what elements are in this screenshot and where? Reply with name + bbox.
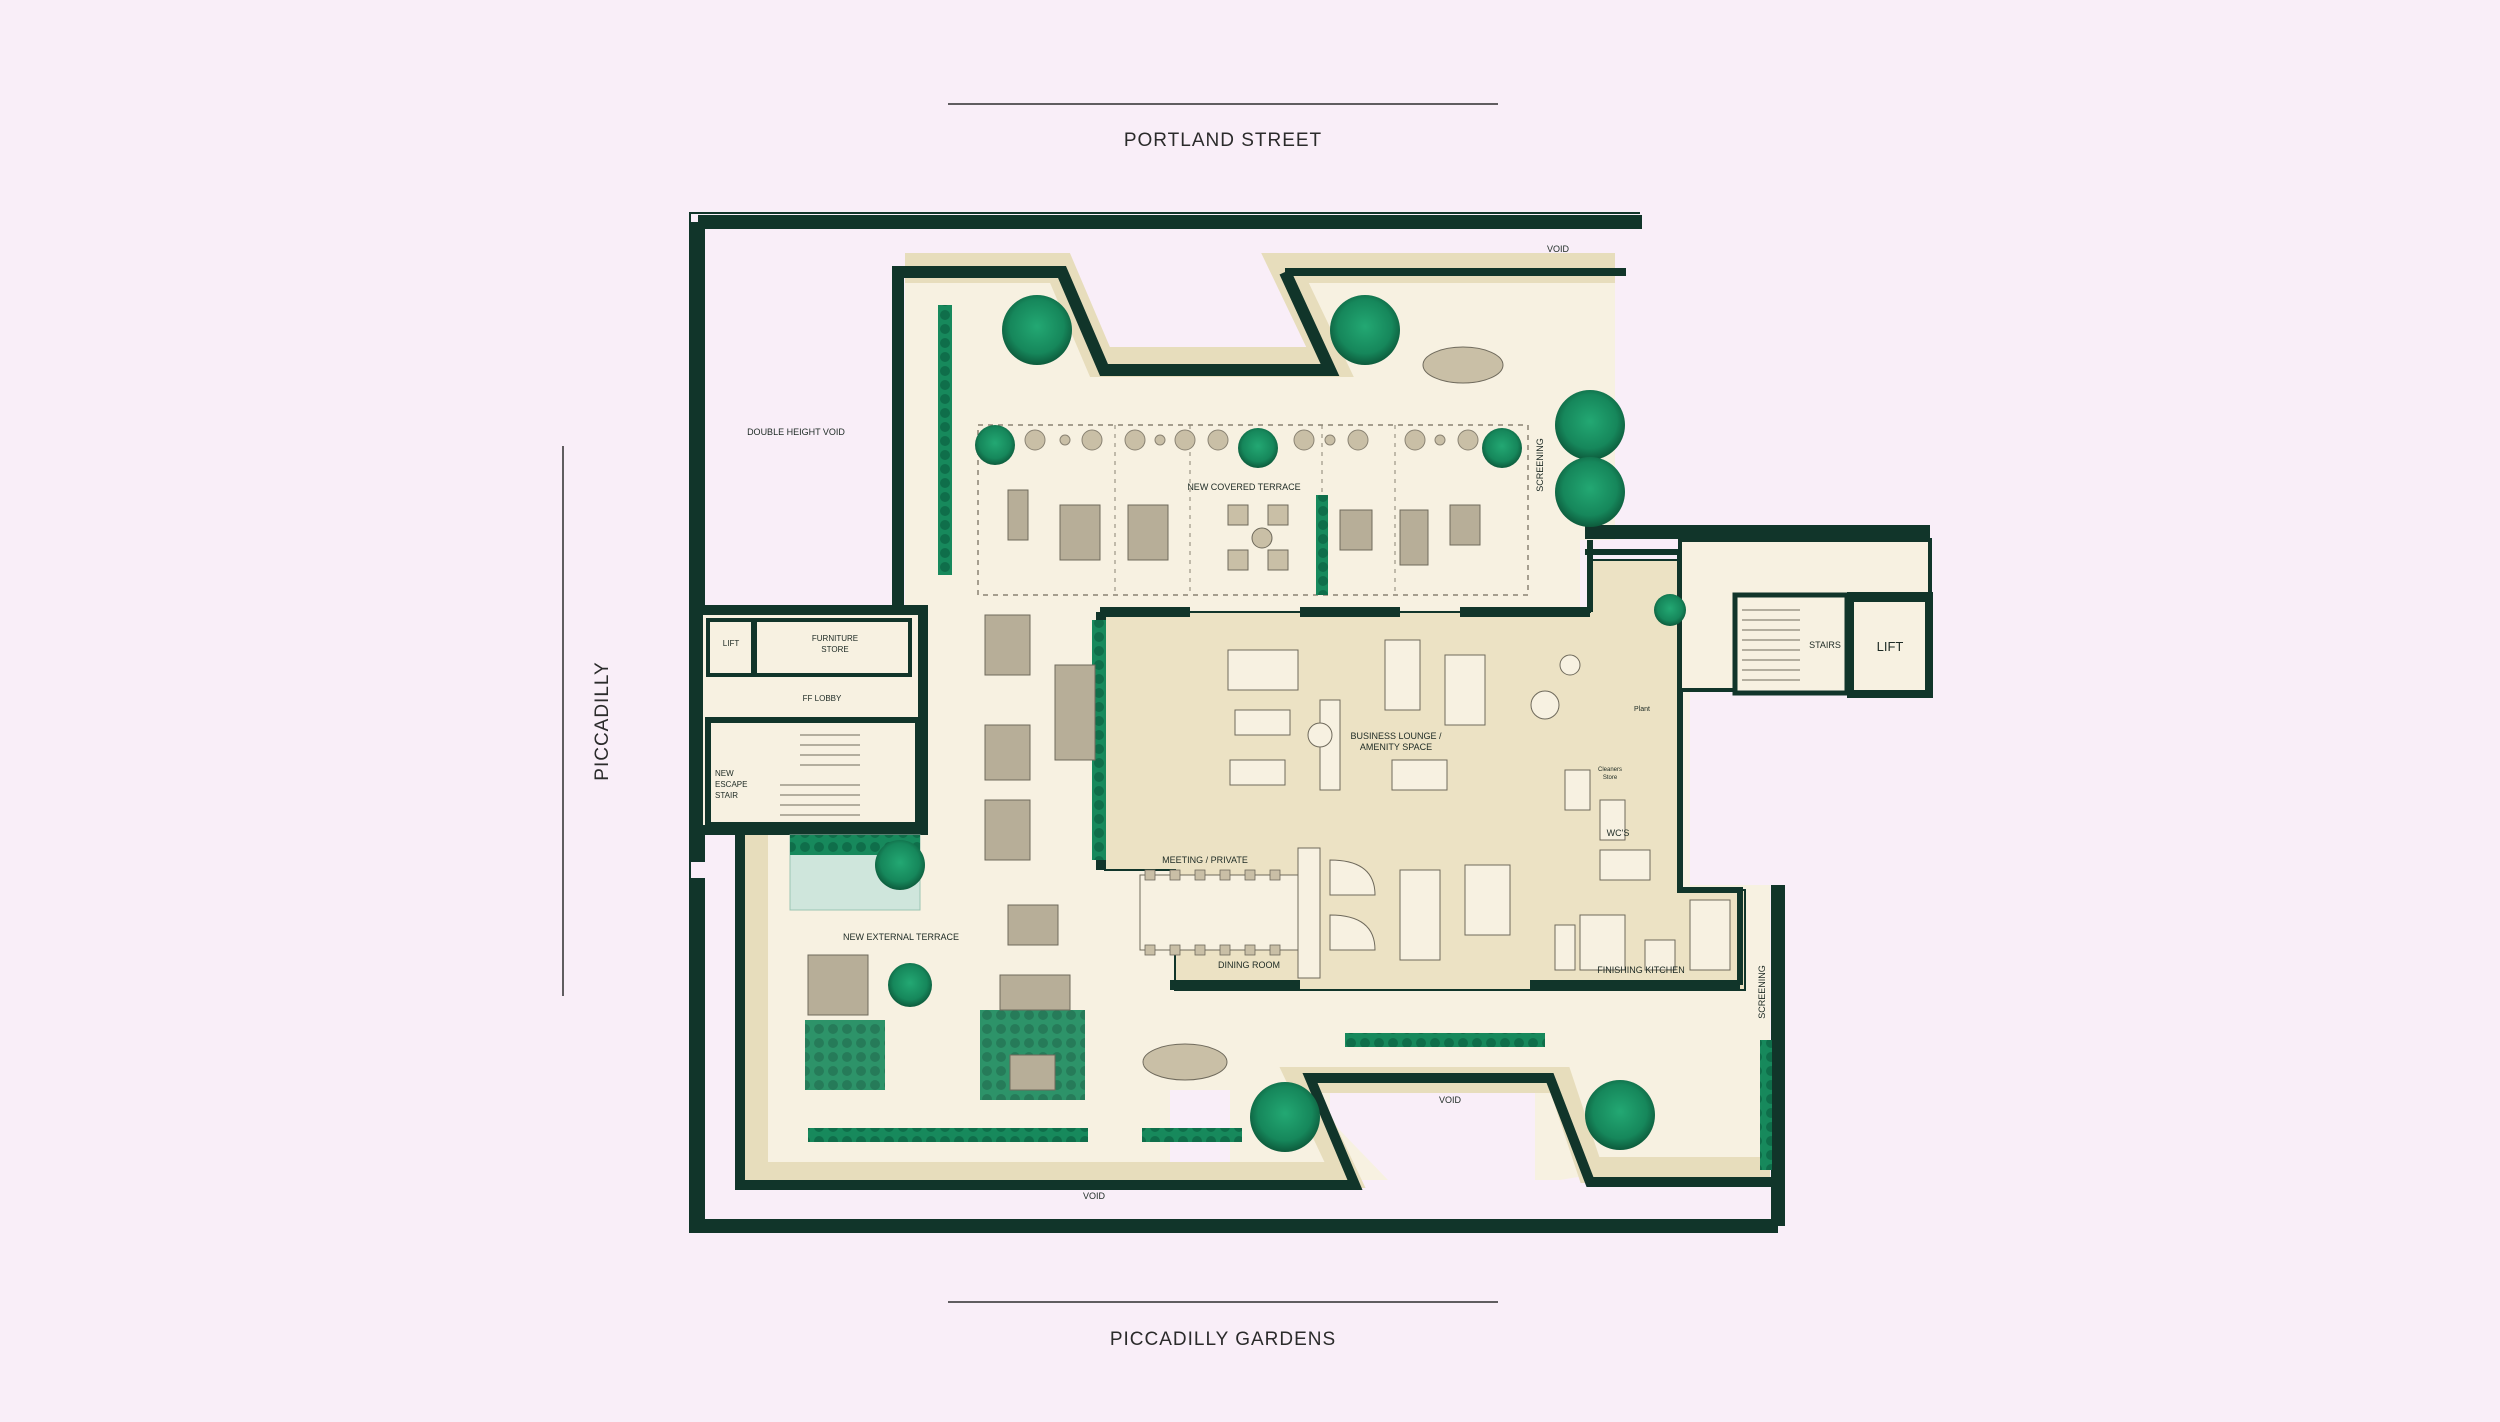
escape-stair-box: [705, 717, 921, 828]
planter-south-a: [805, 1020, 885, 1090]
lift-west-label: LIFT: [723, 639, 740, 648]
tree: [1555, 457, 1625, 527]
plant-label: Plant: [1634, 706, 1650, 713]
tree: [1002, 295, 1072, 365]
escape-stair-treads: [780, 734, 860, 816]
cleaners-store-label-2: Store: [1603, 775, 1618, 781]
stairs-east-treads: [1742, 609, 1800, 681]
new-external-terrace-label: NEW EXTERNAL TERRACE: [843, 932, 959, 942]
covered-terrace-canopy: [977, 424, 1529, 596]
escape-stair-label-1: NEW: [715, 769, 734, 778]
room-labels: VOID DOUBLE HEIGHT VOID NEW COVERED TERR…: [715, 244, 1903, 1201]
east-wall: [1585, 540, 1743, 985]
north-zigzag-wall: [892, 266, 1340, 620]
tree: [1555, 390, 1625, 460]
oval-table-south: [1142, 1043, 1228, 1081]
terrace-lounge-set: [1227, 504, 1289, 571]
furniture-store-label-1: FURNITURE: [812, 634, 858, 643]
screening-bottom-label: SCREENING: [1757, 965, 1767, 1019]
furniture-store-box: [753, 618, 912, 677]
escape-stair-label-2: ESCAPE: [715, 780, 747, 789]
void-top-label: VOID: [1547, 244, 1570, 254]
meeting-private-label: MEETING / PRIVATE: [1162, 855, 1248, 865]
dining-chairs: [1144, 869, 1281, 956]
void-bottom-label: VOID: [1083, 1191, 1106, 1201]
cleaners-store-label-1: Cleaners: [1598, 767, 1622, 773]
lounge-furniture: [1227, 639, 1581, 791]
dining-room-label: DINING ROOM: [1218, 960, 1280, 970]
south-zigzag-wall: [735, 830, 1778, 1190]
outer-wall: [691, 215, 1785, 1233]
tree: [1238, 428, 1278, 468]
booths: [1297, 847, 1376, 979]
hedge-south: [1345, 1033, 1545, 1047]
tree: [975, 425, 1015, 465]
escape-stair-label-3: STAIR: [715, 791, 738, 800]
tree: [1585, 1080, 1655, 1150]
stairs-east-label: STAIRS: [1809, 640, 1841, 650]
west-terrace-tables: [807, 614, 1096, 1091]
lift-east-label: LIFT: [1877, 639, 1904, 654]
void-mid-label: VOID: [1439, 1095, 1462, 1105]
tree: [1482, 428, 1522, 468]
tree: [888, 963, 932, 1007]
stairs-east: [1732, 592, 1850, 696]
kitchen-fixtures: [1554, 769, 1731, 971]
terrace-tables: [1007, 489, 1481, 566]
street-labels: PORTLAND STREET PICCADILLY GARDENS PICCA…: [592, 130, 1336, 1350]
tree: [1250, 1082, 1320, 1152]
hedge-south-west: [808, 1128, 1088, 1142]
oval-table-north: [1422, 346, 1504, 384]
furniture-store-label-2: STORE: [821, 645, 848, 654]
business-lounge-label-2: AMENITY SPACE: [1360, 742, 1432, 752]
double-height-void-label: DOUBLE HEIGHT VOID: [747, 427, 845, 437]
hedge-terrace-mid: [1316, 495, 1328, 595]
terrace-chairs: [1024, 429, 1479, 451]
piccadilly-gardens-label: PICCADILLY GARDENS: [1110, 1329, 1336, 1350]
tree: [875, 840, 925, 890]
hedge-east-bottom: [1760, 1040, 1772, 1170]
ff-lobby-label: FF LOBBY: [803, 694, 842, 703]
screening-top-label: SCREENING: [1535, 438, 1545, 492]
portland-street-label: PORTLAND STREET: [1124, 130, 1322, 151]
business-lounge-label-1: BUSINESS LOUNGE /: [1350, 731, 1442, 741]
hedge-west-upper: [938, 305, 952, 575]
lift-east-box: [1850, 598, 1929, 694]
finishing-kitchen-label: FINISHING KITCHEN: [1597, 965, 1685, 975]
dining-tables: [1139, 864, 1511, 961]
wcs-label: WC'S: [1607, 828, 1630, 838]
tree: [1654, 594, 1686, 626]
tree: [1330, 295, 1400, 365]
piccadilly-label: PICCADILLY: [592, 661, 613, 780]
new-covered-terrace-label: NEW COVERED TERRACE: [1187, 482, 1300, 492]
hedge-south-mid: [1142, 1128, 1242, 1142]
